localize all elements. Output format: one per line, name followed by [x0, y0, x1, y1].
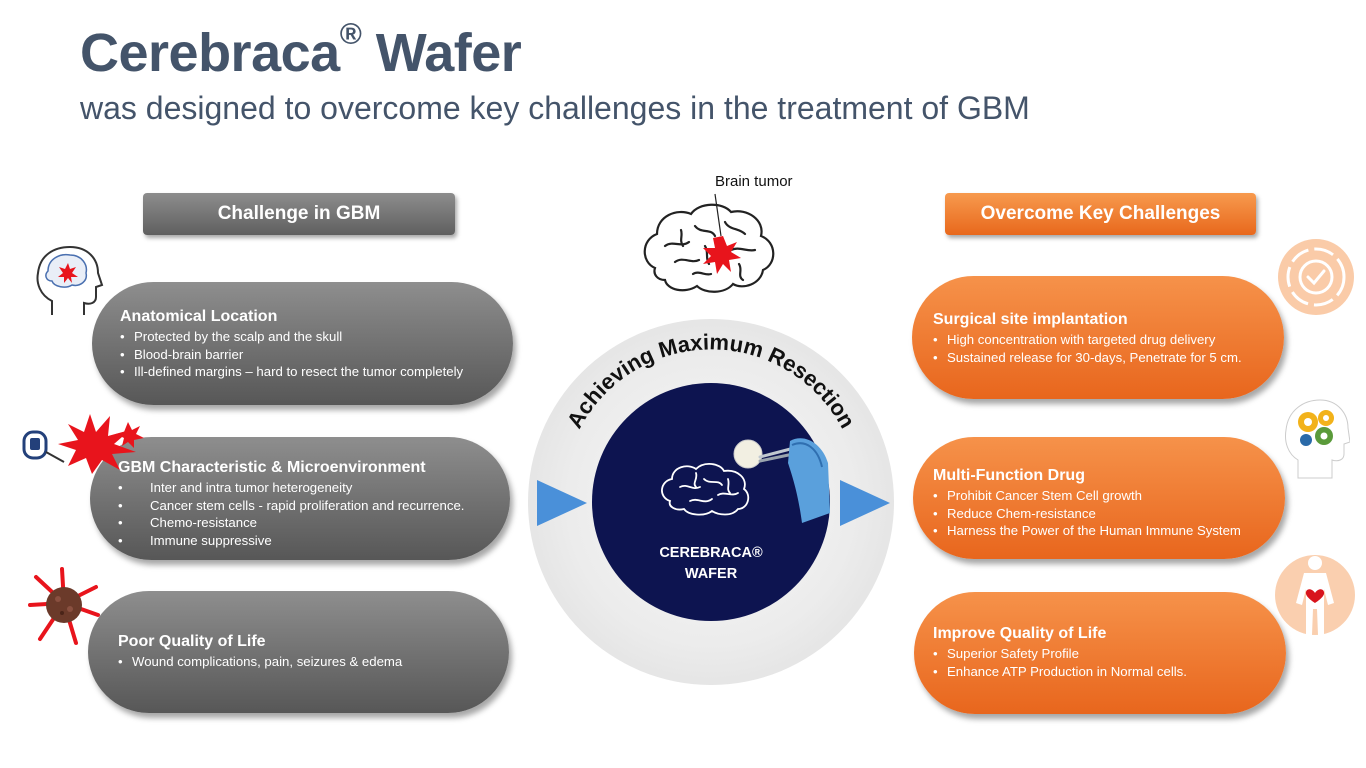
human-heart-icon [1275, 555, 1355, 635]
wafer-illustration [661, 438, 830, 523]
solution-surgical-site: Surgical site implantation High concentr… [912, 276, 1284, 399]
challenge-heading: Poor Quality of Life [118, 633, 266, 650]
wafer-label: CEREBRACA® WAFER [592, 543, 830, 585]
overcome-header: Overcome Key Challenges [945, 193, 1256, 235]
challenge-heading: GBM Characteristic & Microenvironment [118, 459, 426, 476]
challenge-quality-of-life: Poor Quality of Life Wound complications… [88, 591, 509, 713]
arrow-right-icon [537, 480, 587, 526]
brain-tumor-label: Brain tumor [715, 173, 793, 190]
list-item: Protected by the scalp and the skull [120, 328, 513, 346]
list-item: Wound complications, pain, seizures & ed… [118, 653, 509, 671]
wafer-disc-icon [733, 439, 763, 469]
list-item: Superior Safety Profile [933, 645, 1286, 663]
brain-tumor-icon [643, 193, 775, 293]
wafer-circle [592, 383, 830, 621]
arc-text-svg: Achieving Maximum Resection [562, 329, 860, 432]
solution-quality-of-life: Improve Quality of Life Superior Safety … [914, 592, 1286, 714]
list-item: Immune suppressive [118, 532, 510, 550]
list-item: High concentration with targeted drug de… [933, 331, 1284, 349]
head-brain-icon [36, 245, 104, 315]
list-item: Blood-brain barrier [120, 346, 513, 364]
list-item: Enhance ATP Production in Normal cells. [933, 663, 1286, 681]
head-gears-icon [1285, 399, 1350, 479]
challenge-anatomical-location: Anatomical Location Protected by the sca… [92, 282, 513, 405]
arrow-right-icon [840, 480, 890, 526]
list-item: Sustained release for 30-days, Penetrate… [933, 349, 1284, 367]
page-subtitle: was designed to overcome key challenges … [80, 90, 1030, 126]
list-item: Chemo-resistance [118, 514, 510, 532]
solution-heading: Improve Quality of Life [933, 625, 1107, 642]
list-item: Reduce Chem-resistance [933, 505, 1285, 523]
list-item: Prohibit Cancer Stem Cell growth [933, 487, 1285, 505]
list-item: Cancer stem cells - rapid proliferation … [118, 497, 510, 515]
wafer-label-line1: CEREBRACA® [659, 545, 763, 561]
challenge-header: Challenge in GBM [143, 193, 455, 235]
list-item: Inter and intra tumor heterogeneity [118, 479, 510, 497]
challenge-gbm-characteristic: GBM Characteristic & Microenvironment In… [90, 437, 510, 560]
solution-heading: Surgical site implantation [933, 311, 1128, 328]
solution-multi-function-drug: Multi-Function Drug Prohibit Cancer Stem… [913, 437, 1285, 559]
cancer-cell-icon [22, 414, 144, 474]
page-title: Cerebraca® Wafer [80, 18, 522, 83]
challenge-heading: Anatomical Location [120, 308, 278, 325]
surgical-tweezers-icon [758, 438, 830, 523]
target-gear-icon [1278, 239, 1354, 315]
list-item: Harness the Power of the Human Immune Sy… [933, 522, 1285, 540]
list-item: Ill-defined margins – hard to resect the… [120, 363, 513, 381]
brain-outline-icon [661, 463, 750, 516]
wafer-label-line2: WAFER [684, 566, 738, 582]
dying-cell-icon [28, 567, 100, 645]
solution-heading: Multi-Function Drug [933, 467, 1085, 484]
